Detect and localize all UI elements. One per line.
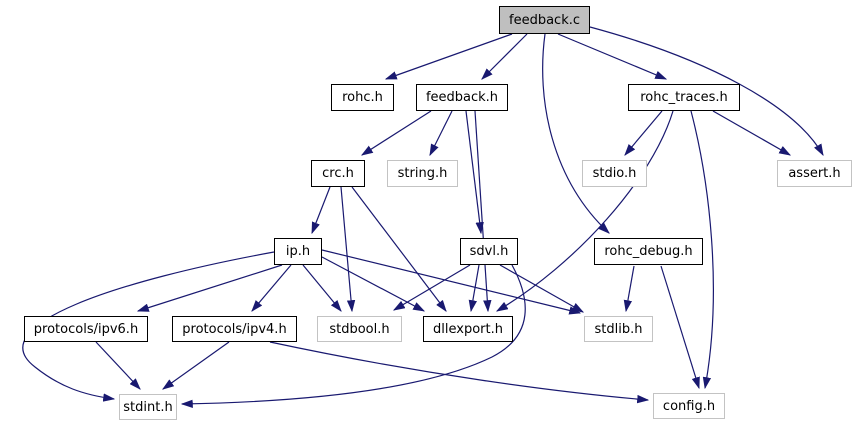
node-crc-h[interactable]: crc.h xyxy=(311,160,365,187)
node-feedback-c[interactable]: feedback.c xyxy=(499,6,590,34)
node-string-h: string.h xyxy=(387,160,458,187)
node-label: config.h xyxy=(662,398,716,414)
edge-crc-h-to-ip-h xyxy=(311,186,331,235)
edge-ip-h-to-stdlib-h xyxy=(321,249,582,315)
edge-rohc-debug-h-to-config-h xyxy=(660,265,700,390)
node-assert-h: assert.h xyxy=(777,160,852,187)
node-feedback-h[interactable]: feedback.h xyxy=(416,84,508,111)
node-label: ip.h xyxy=(285,244,311,259)
node-stdio-h: stdio.h xyxy=(582,160,647,187)
edge-feedback-c-to-rohc-h xyxy=(384,33,513,80)
edge-ip-h-to-ipv6-h xyxy=(136,264,283,312)
edge-feedback-h-to-crc-h xyxy=(360,110,432,156)
node-label: feedback.c xyxy=(509,12,580,28)
edge-rohc-traces-h-to-stdio-h xyxy=(624,110,663,156)
node-label: sdvl.h xyxy=(469,244,509,259)
node-label: assert.h xyxy=(788,166,841,181)
edge-rohc-debug-h-to-stdlib-h xyxy=(623,265,635,313)
edge-feedback-h-to-sdvl-h xyxy=(465,110,484,235)
node-ip-h[interactable]: ip.h xyxy=(274,238,322,265)
node-sdvl-h[interactable]: sdvl.h xyxy=(460,238,518,265)
node-rohc-traces-h[interactable]: rohc_traces.h xyxy=(628,84,740,111)
edge-feedback-h-to-string-h xyxy=(429,110,453,157)
node-label: stdlib.h xyxy=(594,321,643,337)
node-rohc-h[interactable]: rohc.h xyxy=(331,84,394,111)
edge-sdvl-h-to-stdbool-h xyxy=(392,264,471,311)
node-stdint-h: stdint.h xyxy=(119,394,177,420)
edge-ipv4-h-to-config-h xyxy=(269,341,650,404)
edge-feedback-c-to-rohc-traces-h xyxy=(557,33,668,80)
node-label: rohc_debug.h xyxy=(604,244,693,259)
edge-feedback-c-to-assert-h xyxy=(589,26,824,157)
edge-ipv6-h-to-stdint-h xyxy=(95,341,141,390)
edge-ip-h-to-stdbool-h xyxy=(302,264,342,312)
edge-rohc-traces-h-to-dllexport-h xyxy=(495,110,674,312)
node-rohc-debug-h[interactable]: rohc_debug.h xyxy=(594,238,703,265)
node-stdlib-h: stdlib.h xyxy=(584,316,653,342)
edge-sdvl-h-to-stdlib-h xyxy=(499,264,585,313)
node-dllexport-h[interactable]: dllexport.h xyxy=(423,316,513,342)
node-label: rohc.h xyxy=(342,90,383,105)
node-label: protocols/ipv6.h xyxy=(33,321,139,337)
node-ipv6-h[interactable]: protocols/ipv6.h xyxy=(24,316,148,342)
edge-ipv4-h-to-stdint-h xyxy=(162,341,230,390)
node-label: feedback.h xyxy=(425,90,499,105)
edge-feedback-c-to-feedback-h xyxy=(481,33,528,80)
edge-ip-h-to-stdint-h xyxy=(22,251,275,402)
node-label: string.h xyxy=(397,166,448,181)
node-label: stdio.h xyxy=(592,166,637,181)
edge-feedback-h-to-dllexport-h xyxy=(474,110,492,313)
node-label: protocols/ipv4.h xyxy=(182,321,287,337)
node-label: crc.h xyxy=(322,166,354,181)
edge-ip-h-to-dllexport-h xyxy=(321,256,426,312)
node-config-h: config.h xyxy=(653,393,725,419)
edge-sdvl-h-to-dllexport-h xyxy=(468,264,480,313)
node-label: stdint.h xyxy=(123,399,173,415)
edge-feedback-c-to-rohc-debug-h xyxy=(542,33,610,234)
edge-rohc-traces-h-to-config-h xyxy=(690,110,714,390)
edge-sdvl-h-to-stdint-h xyxy=(180,264,526,409)
node-label: rohc_traces.h xyxy=(640,90,728,105)
edge-rohc-traces-h-to-assert-h xyxy=(712,110,792,156)
node-ipv4-h[interactable]: protocols/ipv4.h xyxy=(172,316,297,342)
node-stdbool-h: stdbool.h xyxy=(317,316,402,342)
node-label: stdbool.h xyxy=(329,321,390,337)
edge-ip-h-to-ipv4-h xyxy=(251,264,292,312)
edge-crc-h-to-dllexport-h xyxy=(351,186,447,312)
edge-crc-h-to-stdbool-h xyxy=(340,186,356,313)
node-label: dllexport.h xyxy=(433,321,503,337)
